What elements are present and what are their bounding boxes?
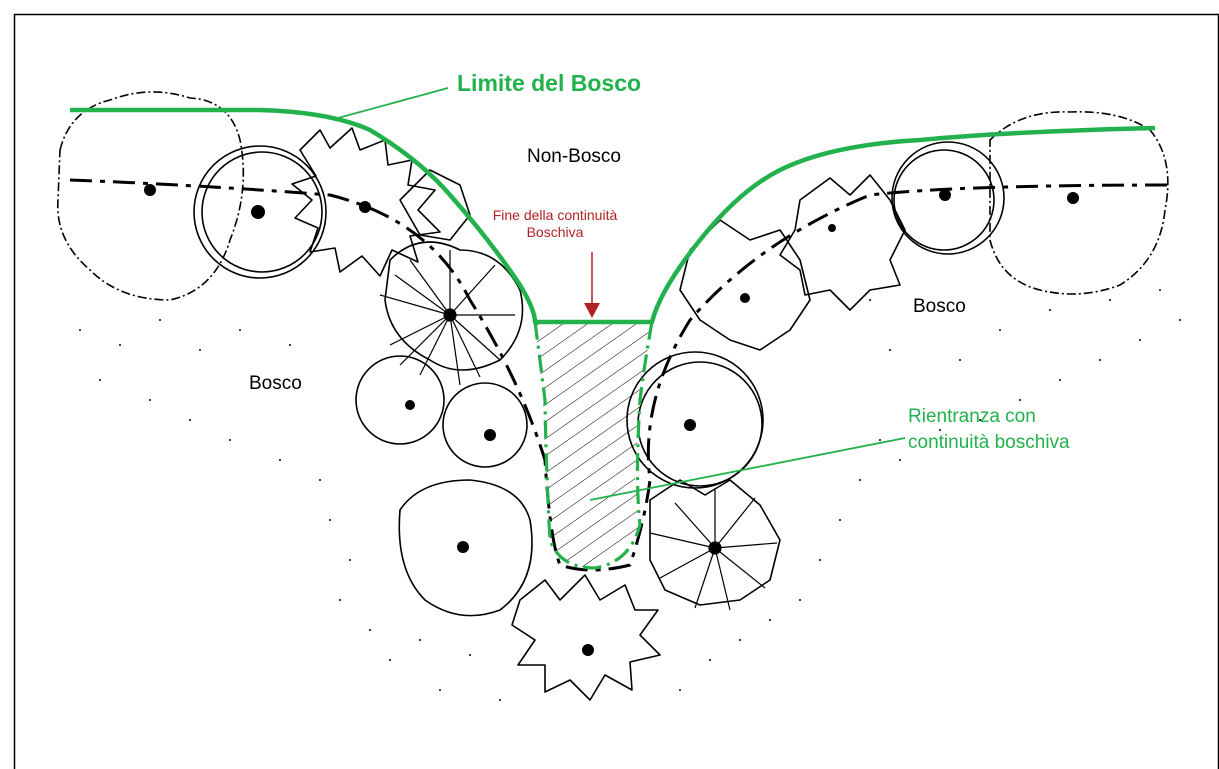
tree-canopy-icon xyxy=(627,352,763,488)
forest-right-label: Bosco xyxy=(913,296,966,318)
forest-limit-label: Limite del Bosco xyxy=(457,70,641,96)
forest-left-label: Bosco xyxy=(249,373,302,395)
tree-canopy-icon xyxy=(512,575,660,700)
tree-canopy-icon xyxy=(990,112,1168,294)
title-leader-line xyxy=(338,88,448,118)
down-arrow-icon xyxy=(584,252,600,318)
starburst-shrub-icon xyxy=(380,250,515,385)
tree-canopy-icon xyxy=(443,383,527,467)
non-forest-label: Non-Bosco xyxy=(527,146,621,168)
tree-canopy-icon xyxy=(356,356,444,444)
tree-canopy-icon xyxy=(58,92,244,300)
inlet-label-line2: continuità boschiva xyxy=(908,432,1070,453)
end-of-continuity-label: Fine della continuità Boschiva xyxy=(480,207,630,241)
end-of-continuity-line1: Fine della continuità xyxy=(493,207,618,223)
end-of-continuity-line2: Boschiva xyxy=(527,224,584,240)
inlet-hatched-area xyxy=(535,322,652,568)
inlet-label-line1: Rientranza con xyxy=(908,406,1036,427)
tree-canopy-icon xyxy=(638,362,762,486)
inlet-label: Rientranza con continuità boschiva xyxy=(908,404,1148,455)
tree-canopy-icon xyxy=(780,175,905,310)
tree-canopies-right xyxy=(627,112,1168,605)
